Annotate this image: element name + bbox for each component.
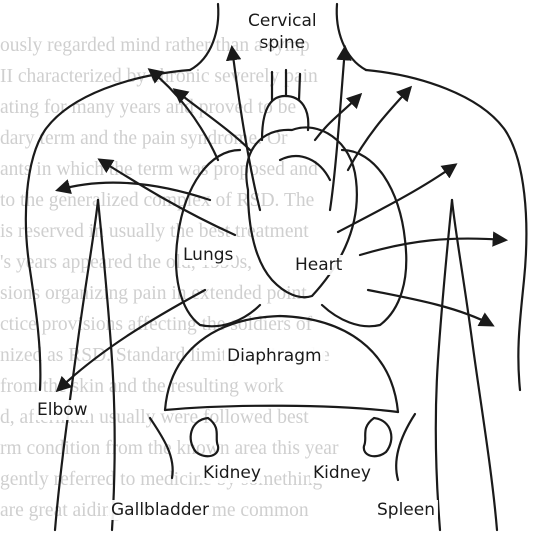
label-kidney-right: Kidney bbox=[310, 463, 374, 483]
label-cervical-spine: Cervical spine bbox=[245, 10, 320, 54]
right-kidney-outline bbox=[364, 418, 392, 456]
arrow-neck-left bbox=[232, 48, 260, 210]
left-torso-outline bbox=[98, 200, 115, 530]
label-diaphragm: Diaphragm bbox=[224, 346, 325, 366]
neck-left-outline bbox=[190, 4, 218, 70]
right-armpit-outline bbox=[452, 200, 497, 530]
label-lungs: Lungs bbox=[180, 245, 236, 265]
arrow-shoulder-left bbox=[100, 160, 235, 235]
label-elbow: Elbow bbox=[34, 400, 91, 420]
left-shoulder-arm-outline bbox=[26, 70, 190, 390]
arrow-neck-right bbox=[330, 48, 345, 210]
great-vessel-right bbox=[299, 74, 300, 100]
label-kidney-left: Kidney bbox=[200, 463, 264, 483]
left-armpit-outline bbox=[55, 200, 98, 530]
right-torso-outline bbox=[436, 200, 452, 530]
gallbladder-outline bbox=[150, 418, 173, 478]
arrow-elbow bbox=[58, 290, 205, 390]
arrow-arm-right bbox=[360, 239, 505, 255]
right-shoulder-arm-outline bbox=[366, 70, 526, 390]
label-cervical-spine-line2: spine bbox=[248, 32, 317, 54]
left-kidney-outline bbox=[191, 418, 219, 456]
label-spleen: Spleen bbox=[374, 500, 438, 520]
neck-right-outline bbox=[337, 4, 366, 70]
label-cervical-spine-line1: Cervical bbox=[248, 10, 317, 32]
referral-arrows bbox=[58, 48, 505, 390]
spleen-outline bbox=[396, 414, 415, 480]
diaphragm-base bbox=[165, 406, 398, 412]
label-gallbladder: Gallbladder bbox=[108, 500, 212, 520]
heart-inner-line bbox=[280, 156, 330, 180]
arrow-upper-right bbox=[348, 88, 410, 170]
label-heart: Heart bbox=[292, 255, 345, 275]
